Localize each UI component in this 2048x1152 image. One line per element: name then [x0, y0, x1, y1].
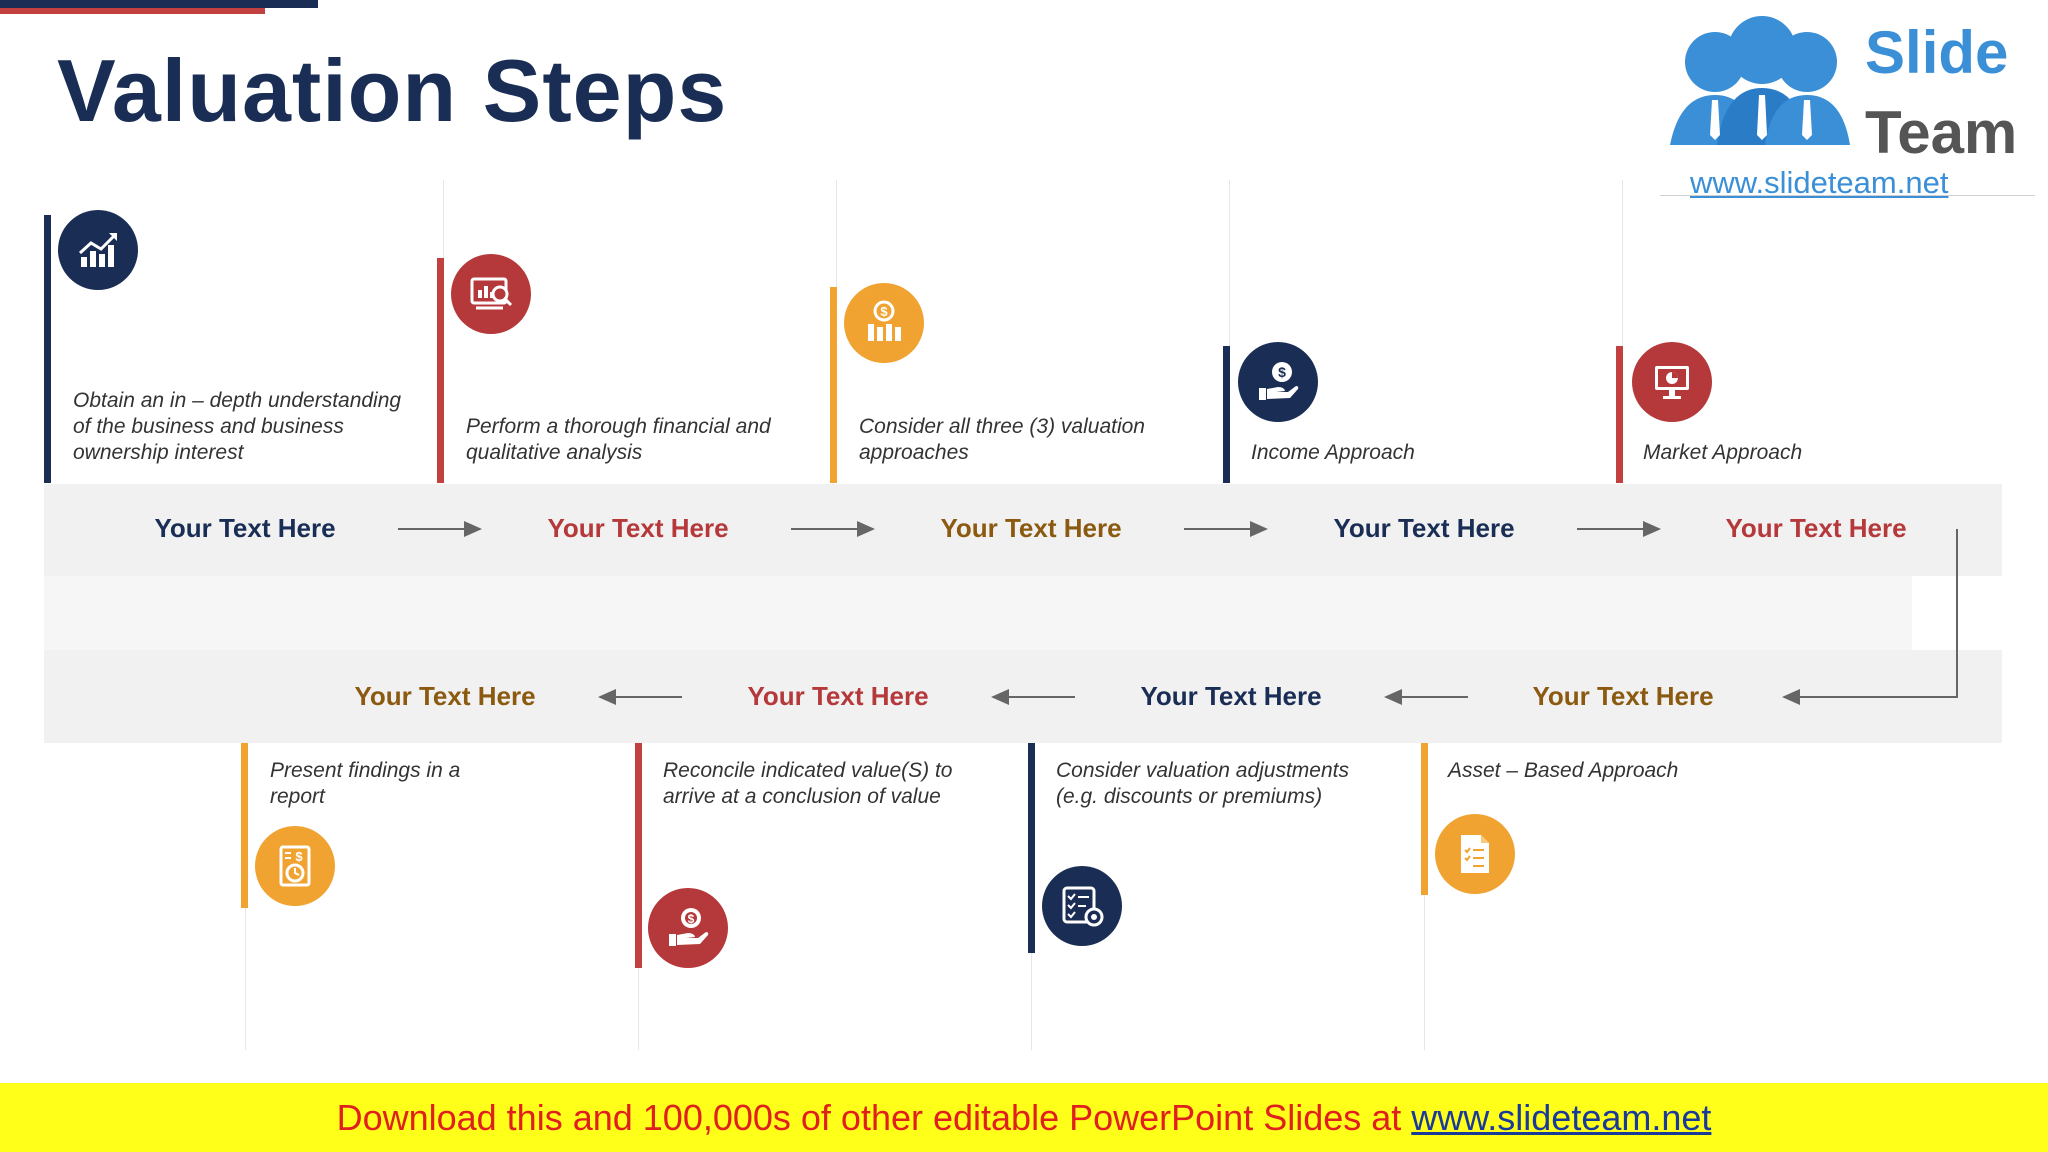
- dollar-bars-icon: $: [844, 283, 924, 363]
- step-4-label: Your Text Here: [1333, 513, 1515, 543]
- dollar-hand-icon: $: [1238, 342, 1318, 422]
- step-6-label: Your Text Here: [1532, 681, 1714, 711]
- gridline: [1424, 740, 1425, 1050]
- step-8-label: Your Text Here: [747, 681, 929, 711]
- dollar-gear-hand-icon: $: [648, 888, 728, 968]
- step-3-description: Consider all three (3) valuation approac…: [859, 415, 1145, 464]
- step-6-bar: [1421, 743, 1428, 895]
- step-2-label: Your Text Here: [547, 513, 729, 543]
- gridline: [1622, 180, 1623, 480]
- step-8-description: Reconcile indicated value(S) to arrive a…: [663, 759, 953, 808]
- step-7-label: Your Text Here: [1140, 681, 1322, 711]
- step-9-bar: [241, 743, 248, 908]
- svg-text:$: $: [688, 912, 695, 926]
- step-3-label: Your Text Here: [940, 513, 1122, 543]
- step-4-description: Income Approach: [1251, 441, 1415, 464]
- step-5-label: Your Text Here: [1725, 513, 1907, 543]
- logo-url-link[interactable]: www.slideteam.net: [1690, 165, 1949, 200]
- step-2-description: Perform a thorough financial and qualita…: [466, 415, 771, 464]
- page-title: Valuation Steps: [57, 41, 728, 140]
- top-step-band: [44, 484, 2002, 576]
- step-2-bar: [437, 258, 444, 483]
- logo-divider: [1660, 195, 2035, 196]
- step-1-bar: [44, 215, 51, 483]
- step-5-bar: [1616, 346, 1623, 483]
- step-7-bar: [1028, 743, 1035, 953]
- gridline: [1229, 180, 1230, 480]
- mid-band: [44, 576, 1912, 650]
- report-clock-icon: $: [255, 826, 335, 906]
- step-7-description: Consider valuation adjustments (e.g. dis…: [1056, 759, 1349, 808]
- slideteam-logo[interactable]: Slide Team www.slideteam.net: [1640, 0, 2040, 200]
- step-9-description: Present findings in a report: [270, 759, 461, 808]
- logo-line2: Team: [1865, 99, 2018, 166]
- step-5-description: Market Approach: [1643, 441, 1803, 464]
- step-6-description: Asset – Based Approach: [1448, 759, 1679, 782]
- svg-text:$: $: [880, 304, 888, 319]
- step-1-description: Obtain an in – depth understanding of th…: [73, 389, 402, 464]
- step-1-label: Your Text Here: [154, 513, 336, 543]
- step-3-bar: [830, 287, 837, 483]
- step-8-bar: [635, 743, 642, 968]
- document-list-icon: [1435, 814, 1515, 894]
- accent-bar-navy: [0, 0, 318, 8]
- download-banner-text: Download this and 100,000s of other edit…: [336, 1097, 1412, 1138]
- monitor-pie-icon: [1632, 342, 1712, 422]
- logo-line1: Slide: [1865, 19, 2009, 86]
- chart-growth-icon: [58, 210, 138, 290]
- analysis-screen-icon: [451, 254, 531, 334]
- people-logo-icon: [1670, 16, 1850, 145]
- step-9-label: Your Text Here: [354, 681, 536, 711]
- download-banner-link[interactable]: www.slideteam.net: [1411, 1097, 1712, 1138]
- download-banner[interactable]: Download this and 100,000s of other edit…: [0, 1083, 2048, 1152]
- accent-bar-red: [0, 8, 265, 14]
- step-4-bar: [1223, 346, 1230, 483]
- svg-text:$: $: [1278, 364, 1286, 380]
- svg-text:$: $: [295, 849, 303, 864]
- checklist-gear-icon: [1042, 866, 1122, 946]
